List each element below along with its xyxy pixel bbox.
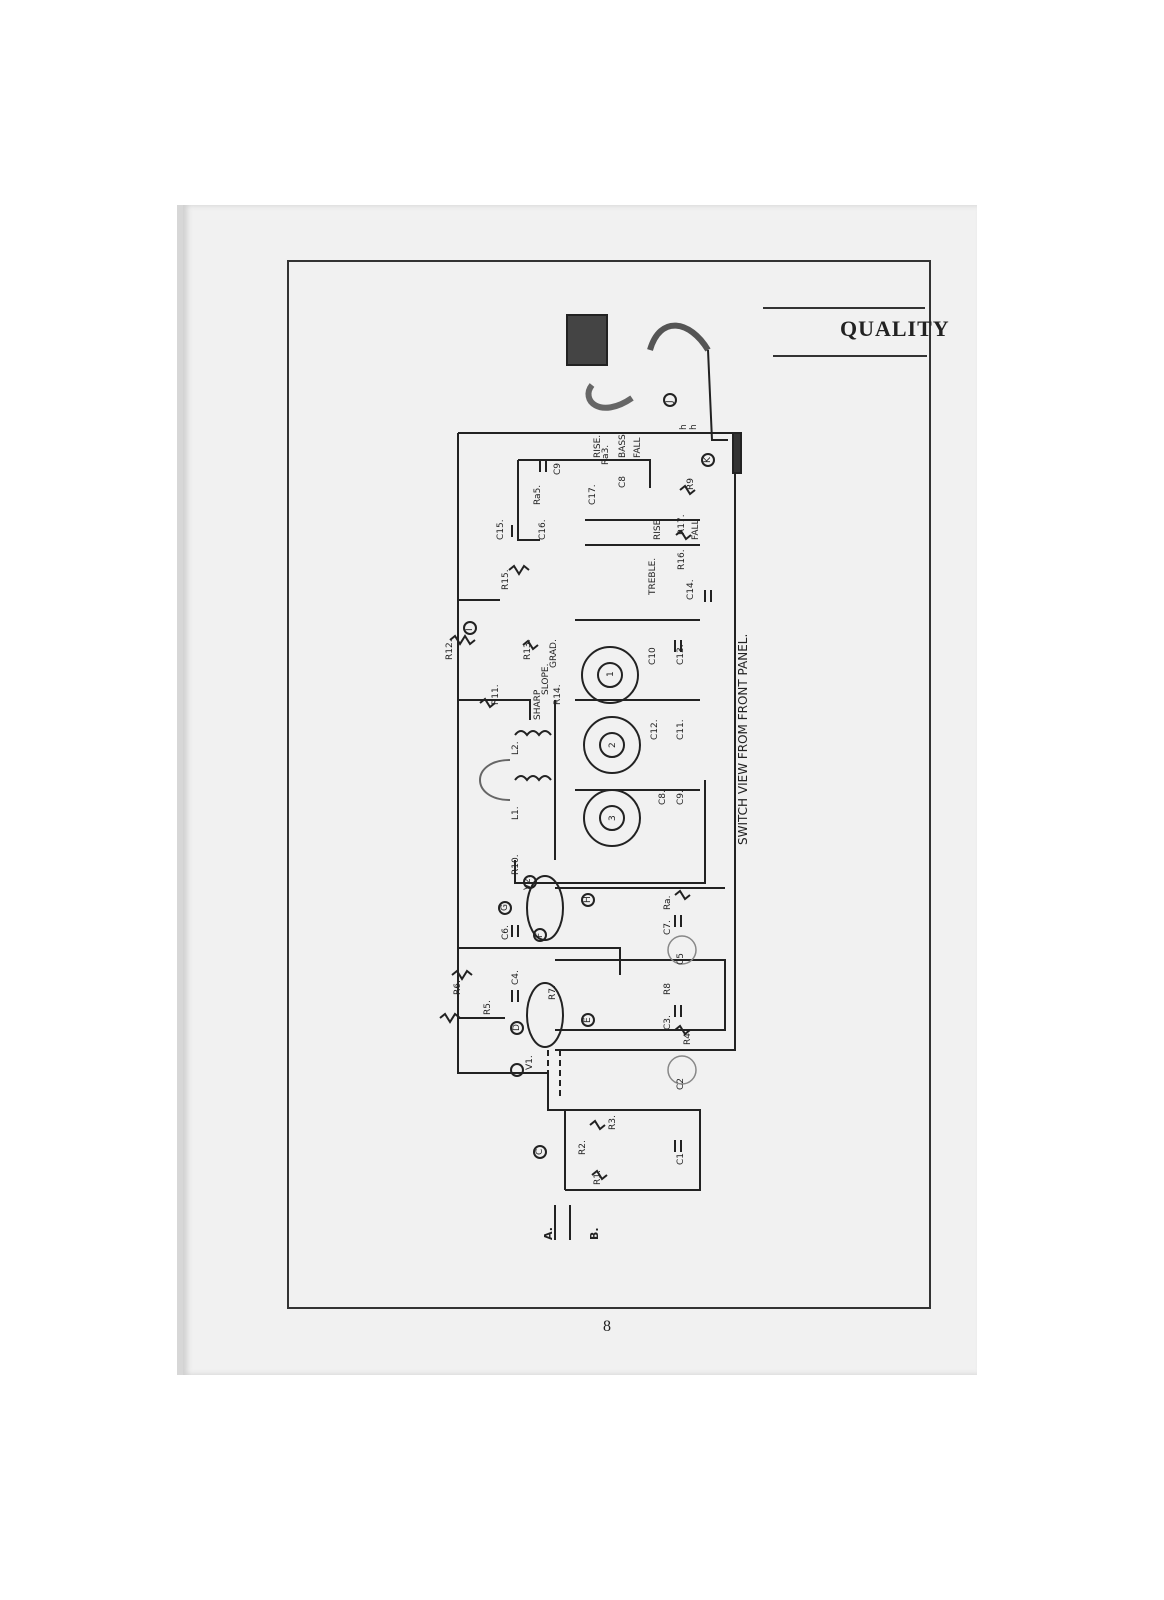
tp-i: I [465,628,475,631]
label-r3: R3. [608,1115,618,1130]
label-r17: R17. [677,514,687,535]
tp-j: J [665,400,675,404]
cable-wire-2: h [689,424,699,430]
label-c1: C1 [676,1153,686,1165]
label-r15: R15. [501,569,511,590]
label-r12: R12. [445,639,455,660]
label-r7: R7. [548,985,558,1000]
switch-pos-2: 2 [608,742,618,748]
tp-e: E [583,1017,593,1023]
label-v1: V1. [525,1055,535,1070]
label-c8-switch: C8. [658,790,668,805]
label-l1: L1. [511,806,521,820]
label-r13: R13. [523,639,533,660]
tp-h: H [583,896,593,903]
caption-switch-view: SWITCH VIEW FROM FRONT PANEL. [736,634,750,845]
label-c9-switch: C9. [676,790,686,805]
label-c4: C4. [511,970,521,985]
tp-d: D [512,1024,522,1031]
label-r10: R10. [511,854,521,875]
label-r11: R11. [491,684,501,705]
label-c9: C9 [553,463,563,475]
label-c8: C8 [618,476,628,488]
label-c14: C14. [686,579,696,600]
label-fall-2: FALL [691,519,701,540]
label-c15: C15. [496,519,506,540]
label-c7: C7. [663,920,673,935]
cable-wire-1: h [679,424,689,430]
label-c10: C10 [648,647,658,665]
label-r1: R1. [593,1170,603,1185]
tp-k: K [703,456,713,463]
tp-g: G [500,904,510,911]
label-r2: R2. [578,1140,588,1155]
page-title: QUALITY [840,316,950,341]
label-bass: BASS. [618,431,628,458]
tp-f: F [535,933,545,938]
terminal-b: B. [588,1227,601,1240]
label-treble: TREBLE. [648,558,658,596]
label-ra3: Ra3. [601,445,611,465]
label-r9: R9 [686,478,696,490]
right-rail [555,432,736,1051]
label-r8: R8 [663,983,673,995]
label-sharp: SHARP [533,689,543,720]
label-v2: V2. [523,875,533,890]
label-c17: C17. [588,484,598,505]
title-rule-top [763,307,925,309]
title-rule-bottom [773,355,927,357]
label-rise-2: RISE [653,519,663,540]
page-number: 8 [603,1318,611,1335]
label-r5: R5. [483,1000,493,1015]
label-r14: R14. [553,684,563,705]
label-rise-1: RISE. [593,435,603,458]
label-c6: C6. [501,925,511,940]
label-r4: R4 [683,1033,693,1045]
label-c13: C13. [676,644,686,665]
switch-pos-1: 1 [606,671,616,677]
label-c3: C3. [663,1015,673,1030]
label-r6: R6. [453,980,463,995]
label-c2: C2 [676,1078,686,1090]
label-c5: C5 [676,953,686,965]
label-grad: GRAD. [549,639,559,668]
label-slope: SLOPE. [541,664,551,695]
label-c12: C12. [650,719,660,740]
label-c11: C11. [676,719,686,740]
terminal-a: A. [542,1227,555,1240]
label-r16: R16. [677,549,687,570]
switch-pos-3: 3 [608,815,618,821]
page-frame [287,260,931,1309]
label-ra: Ra. [663,896,673,910]
label-l2: L2. [511,741,521,755]
left-rail [457,433,548,1074]
label-c16: C16. [538,519,548,540]
tp-c: C [535,1149,545,1155]
label-fall-1: FALL [633,437,643,458]
label-ra5: Ra5. [533,485,543,505]
